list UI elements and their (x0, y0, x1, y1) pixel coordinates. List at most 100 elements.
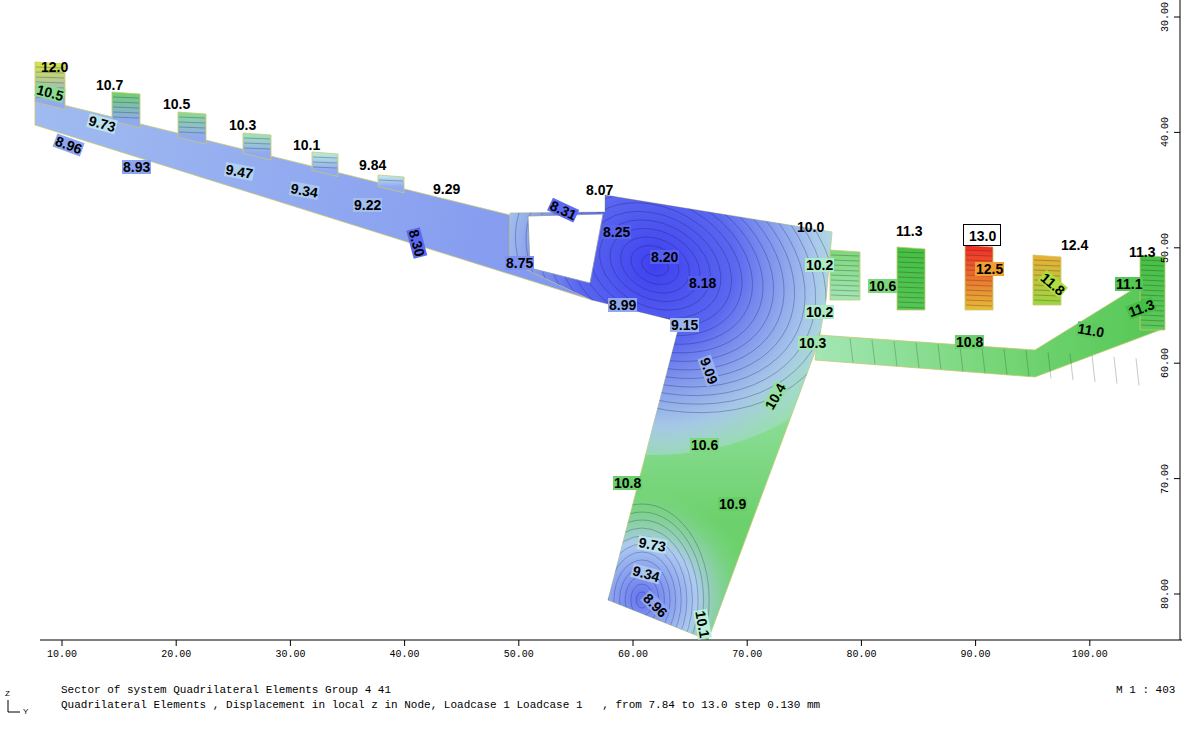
contour-value: 10.7 (95, 78, 124, 92)
contour-line (452, 84, 859, 445)
contour-line (1141, 275, 1164, 276)
contour-value: 11.3 (1126, 297, 1158, 320)
contour-line (960, 346, 963, 371)
contour-value: 9.22 (353, 198, 382, 212)
contour-line (1048, 352, 1051, 378)
contour-line (1092, 355, 1095, 382)
contour-line (586, 520, 698, 680)
contour-line (831, 275, 859, 276)
contour-line (179, 122, 205, 123)
stub-strip (897, 247, 925, 310)
contour-line (850, 338, 853, 362)
beam-strip (35, 98, 592, 300)
low-zone (532, 488, 752, 708)
contour-line (1141, 325, 1164, 326)
stub-strip (178, 112, 206, 144)
contour-line (966, 285, 992, 286)
contour-line (603, 544, 681, 656)
contour-value: 10.9 (718, 497, 747, 511)
contour-value: 8.25 (602, 225, 631, 239)
contour-line (898, 297, 924, 298)
stub-strip (378, 175, 404, 193)
y-axis-label: 40.00 (1161, 116, 1171, 148)
boxed-value: 13.0 (963, 224, 1001, 246)
contour-line (492, 120, 819, 410)
contour-value: 12.0 (40, 60, 69, 74)
axis-tick (1174, 132, 1180, 133)
contour-line (1141, 315, 1164, 316)
contour-value: 10.8 (955, 335, 984, 349)
contour-line (379, 180, 403, 181)
contour-value: 10.8 (613, 476, 642, 490)
contour-value: 8.31 (547, 198, 579, 223)
contour-value: 10.3 (798, 336, 827, 350)
contour-line (1141, 285, 1164, 286)
contour-line (598, 214, 712, 315)
contour-line (982, 347, 985, 373)
contour-line (1026, 351, 1029, 377)
contour-line (1141, 265, 1164, 266)
y-axis-label: 80.00 (1161, 578, 1171, 610)
contour-line (518, 144, 792, 387)
contour-line (831, 280, 859, 281)
axis-tick (1174, 363, 1180, 364)
contour-value: 10.4 (762, 380, 789, 412)
contour-line (244, 148, 270, 149)
contour-line (966, 305, 992, 306)
contour-line (179, 117, 205, 118)
axis-tick (518, 640, 519, 646)
contour-value: 10.1 (693, 609, 712, 640)
stub-strip (965, 245, 993, 310)
contour-value: 11.1 (1115, 277, 1143, 291)
contour-value: 8.93 (122, 160, 151, 174)
y-axis-label: 30.00 (1161, 1, 1171, 33)
contour-line (831, 260, 859, 261)
contour-line (966, 260, 992, 261)
contour-line (1141, 290, 1164, 291)
contour-value: 8.18 (688, 276, 717, 290)
contour-line (179, 127, 205, 128)
contour-value: 10.3 (228, 118, 257, 132)
contour-line (898, 257, 924, 258)
y-axis-label: 70.00 (1161, 463, 1171, 495)
contour-line (1070, 354, 1073, 381)
x-axis-label: 60.00 (617, 650, 649, 660)
contour-line (113, 102, 139, 103)
contour-line (894, 341, 897, 366)
contour-line (313, 167, 337, 168)
contour-value: 8.07 (585, 183, 614, 197)
contour-line (898, 282, 924, 283)
contour-value: 10.6 (868, 279, 897, 293)
contour-line (465, 96, 845, 434)
y-axis (1180, 0, 1181, 640)
contour-line (898, 302, 924, 303)
contour-value: 10.0 (796, 220, 825, 234)
contour-line (872, 340, 875, 365)
contour-line (898, 252, 924, 253)
contour-value: 11.3 (1128, 245, 1156, 259)
contour-line (831, 295, 859, 296)
contour-value: 8.30 (406, 227, 427, 259)
axis-icon (8, 700, 9, 712)
x-axis-label: 70.00 (731, 650, 763, 660)
contour-line (608, 552, 675, 648)
footer-text: M 1 : 403 (1115, 685, 1176, 696)
contour-line (831, 285, 859, 286)
x-axis-label: 10.00 (46, 650, 78, 660)
contour-line (1034, 265, 1060, 266)
contour-line (625, 238, 686, 292)
stub-strip (1140, 255, 1165, 330)
axis-tick (1174, 247, 1180, 248)
contour-value: 10.5 (162, 97, 191, 111)
contour-value: 9.09 (697, 355, 720, 387)
contour-line (1141, 270, 1164, 271)
x-axis-label: 40.00 (389, 650, 421, 660)
low-zone (425, 75, 885, 455)
contour-line (1141, 280, 1164, 281)
axis-tick (290, 640, 291, 646)
contour-line (898, 277, 924, 278)
contour-line (425, 61, 885, 470)
contour-value: 9.47 (224, 162, 255, 181)
contour-value: 9.34 (289, 181, 320, 200)
